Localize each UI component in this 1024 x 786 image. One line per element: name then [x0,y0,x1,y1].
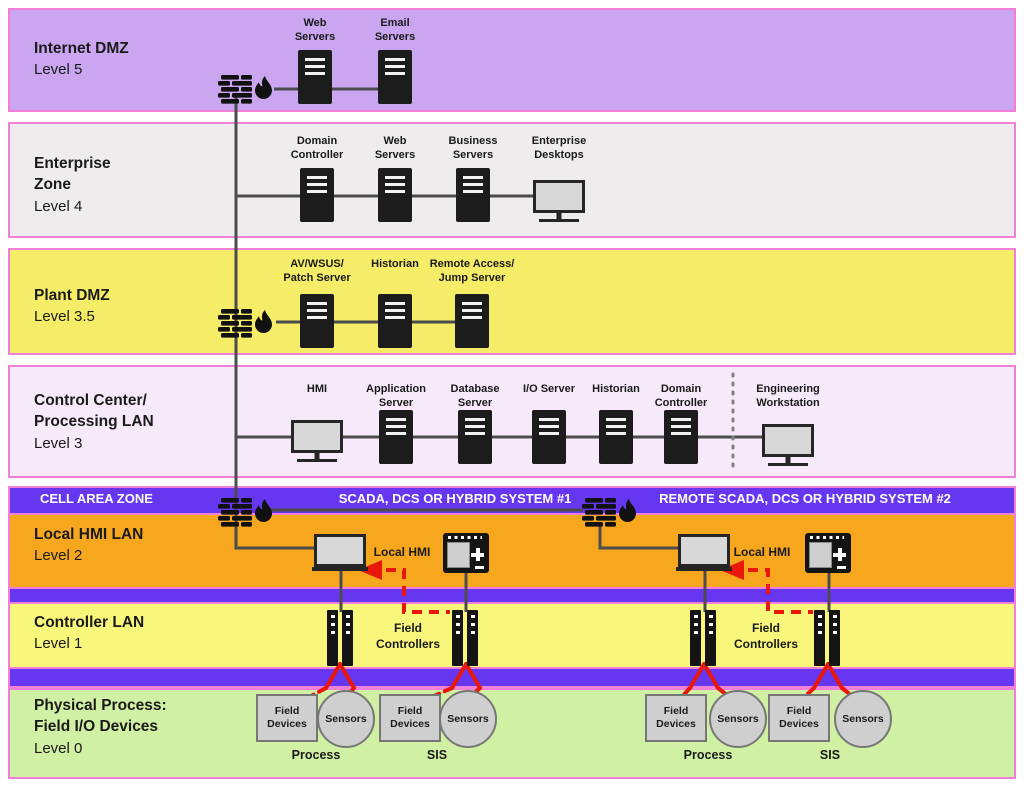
server-icon [300,294,334,348]
local-hmi-label: Local HMI [733,545,791,559]
band-local-hmi-lan [8,513,1016,589]
field-devices-label: Field Devices [390,705,430,730]
server-icon [378,168,412,222]
device-label-engineering-workstation: Engineering Workstation [756,383,820,410]
band-plant-dmz [8,248,1016,355]
device-label-jump-server: Remote Access/ Jump Server [429,258,515,285]
device-label-email-servers: Email Servers [374,17,416,44]
controller-module [705,610,716,666]
zone-level-level5: Level 5 [34,61,83,78]
field-devices-box: Field Devices [256,694,318,742]
server-icon [379,410,413,464]
server-icon [456,168,490,222]
device-label-patch-server: AV/WSUS/ Patch Server [283,258,351,285]
scada-system1-label: SCADA, DCS OR HYBRID SYSTEM #1 [338,491,572,506]
sensors-circle: Sensors [834,690,892,748]
sensors-label: Sensors [325,713,367,725]
zone-level-level4: Level 4 [34,198,83,215]
panel-dpad [833,548,846,561]
field-controller-icon [690,610,716,666]
device-label-historian: Historian [371,258,419,270]
device-label-business-servers: Business Servers [448,135,498,162]
zone-name-level4: Enterprise Zone [34,155,111,193]
server-icon [378,294,412,348]
zone-level-level35: Level 3.5 [34,308,95,325]
device-label-database-server: Database Server [450,383,500,410]
server-icon [455,294,489,348]
scada-system2-label: REMOTE SCADA, DCS OR HYBRID SYSTEM #2 [659,491,951,506]
device-label-web-servers: Web Servers [374,135,416,162]
server-icon [532,410,566,464]
band-control-center [8,365,1016,478]
server-icon [458,410,492,464]
field-devices-box: Field Devices [768,694,830,742]
monitor-icon [291,420,343,453]
field-controllers-label: Field Controllers [733,621,799,652]
zone-level-level0: Level 0 [34,740,83,757]
field-devices-label: Field Devices [656,705,696,730]
band-enterprise [8,122,1016,238]
zone-name-level3: Control Center/ Processing LAN [34,392,154,430]
zone-name-level5: Internet DMZ [34,40,129,57]
field-controller-icon [452,610,478,666]
server-icon [599,410,633,464]
server-icon [300,168,334,222]
hmi-panel-icon [443,533,489,573]
sensors-circle: Sensors [317,690,375,748]
sensors-label: Sensors [717,713,759,725]
sis-label: SIS [426,748,448,762]
device-label-historian: Historian [592,383,640,395]
server-icon [378,50,412,104]
device-label-hmi: HMI [306,383,328,395]
zone-name-level2: Local HMI LAN [34,526,144,543]
server-icon [298,50,332,104]
field-controllers-label: Field Controllers [375,621,441,652]
device-label-enterprise-desktops: Enterprise Desktops [531,135,587,162]
zone-level-level2: Level 2 [34,547,83,564]
sis-label: SIS [819,748,841,762]
field-devices-box: Field Devices [379,694,441,742]
zone-name-level35: Plant DMZ [34,287,110,304]
monitor-icon [533,180,585,213]
controller-module [814,610,825,666]
field-controller-icon [814,610,840,666]
process-label: Process [291,748,341,762]
field-devices-label: Field Devices [267,705,307,730]
device-label-domain-controller: Domain Controller [290,135,344,162]
sensors-label: Sensors [842,713,884,725]
sensors-label: Sensors [447,713,489,725]
controller-module [690,610,701,666]
device-label-web-servers: Web Servers [294,17,336,44]
sensors-circle: Sensors [439,690,497,748]
server-icon [664,410,698,464]
process-label: Process [683,748,733,762]
monitor-icon [678,534,730,567]
zone-level-level3: Level 3 [34,435,83,452]
field-devices-box: Field Devices [645,694,707,742]
band-controller-lan [8,602,1016,669]
controller-module [327,610,338,666]
controller-module [829,610,840,666]
zone-name-level0: Physical Process: Field I/O Devices [34,697,167,735]
monitor-icon [762,424,814,457]
cell-area-zone-label: CELL AREA ZONE [40,491,153,506]
device-label-application-server: Application Server [366,383,426,410]
hmi-panel-icon [805,533,851,573]
zone-level-level1: Level 1 [34,635,83,652]
band-internet-dmz [8,8,1016,112]
local-hmi-label: Local HMI [373,545,431,559]
device-label-domain-controller: Domain Controller [654,383,708,410]
controller-module [342,610,353,666]
panel-dpad [471,548,484,561]
panel-slot [475,566,484,569]
panel-slot [837,566,846,569]
zone-name-level1: Controller LAN [34,614,145,631]
sensors-circle: Sensors [709,690,767,748]
monitor-icon [314,534,366,567]
field-controller-icon [327,610,353,666]
device-label-io-server: I/O Server [523,383,575,395]
controller-module [467,610,478,666]
controller-module [452,610,463,666]
field-devices-label: Field Devices [779,705,819,730]
